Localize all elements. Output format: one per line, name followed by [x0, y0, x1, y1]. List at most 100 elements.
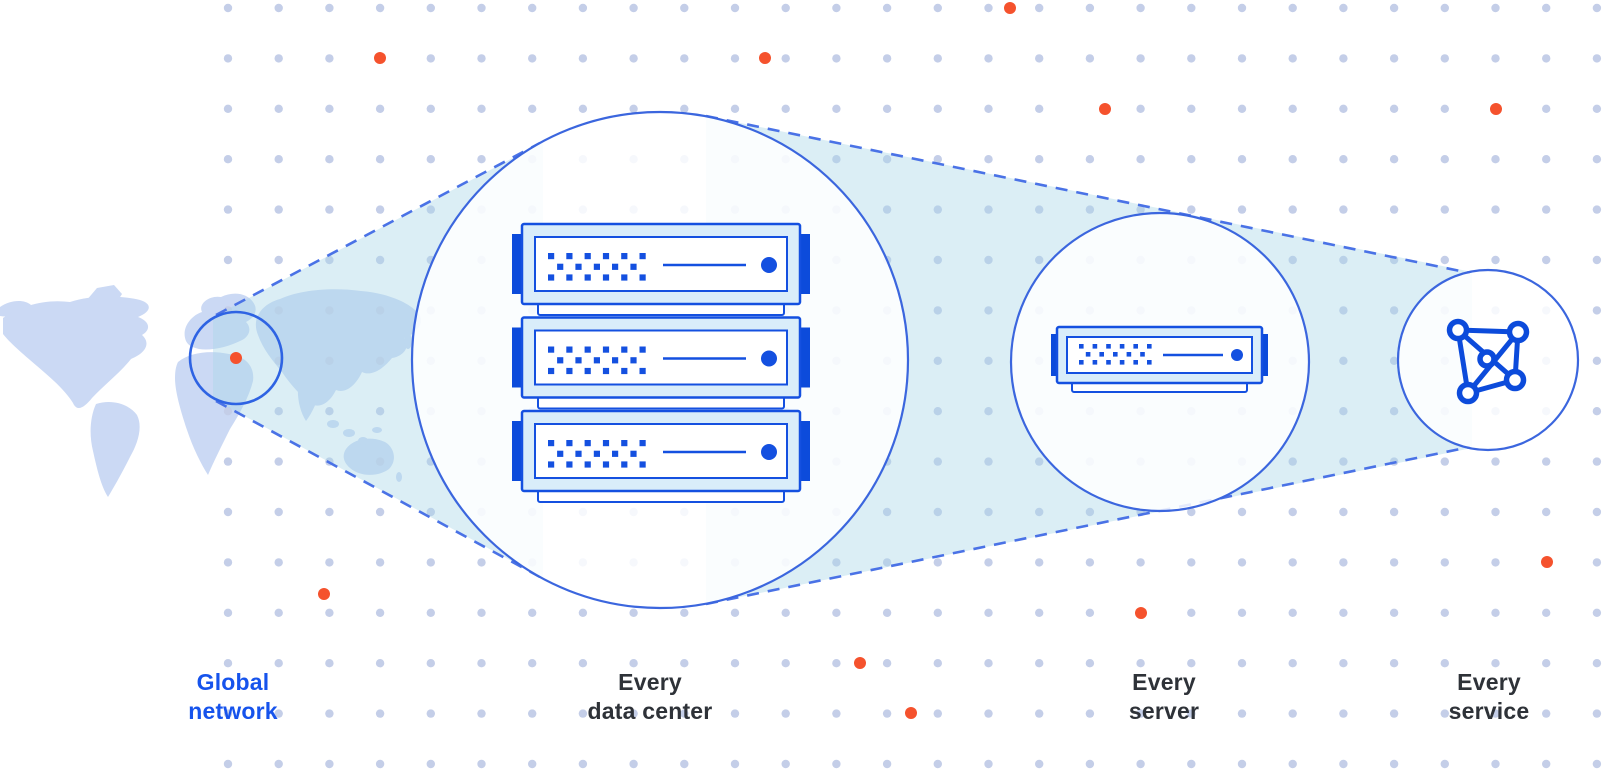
grid-dot: [1085, 205, 1095, 214]
grid-dot: [1389, 155, 1399, 164]
pixel: [1079, 344, 1084, 349]
grid-dot: [375, 457, 385, 466]
pixel: [612, 450, 619, 457]
grid-dot: [933, 407, 942, 416]
grid-dot: [477, 54, 486, 63]
mesh-node: [1446, 318, 1470, 342]
grid-dot: [1035, 205, 1044, 214]
orange-dot: [905, 707, 917, 719]
grid-dot: [1237, 608, 1247, 617]
grid-dot: [1339, 608, 1348, 617]
grid-dot: [528, 104, 537, 114]
grid-dot: [325, 205, 334, 214]
grid-dot: [832, 608, 841, 617]
grid-dot: [426, 709, 435, 718]
grid-dot: [223, 104, 233, 114]
grid-dot: [1035, 759, 1044, 769]
grid-dot: [375, 205, 385, 214]
grid-dot: [629, 54, 638, 63]
grid-dot: [578, 104, 588, 114]
pixel: [557, 357, 564, 364]
pixel: [584, 346, 591, 353]
grid-dot: [680, 54, 689, 63]
pixel: [639, 461, 646, 468]
grid-dot: [933, 709, 942, 718]
grid-dot: [1389, 205, 1399, 214]
pixel: [630, 450, 637, 457]
server-led: [761, 350, 777, 367]
grid-dot: [629, 608, 638, 617]
grid-dot: [832, 659, 841, 668]
pixel: [593, 263, 600, 270]
grid-dot: [1592, 155, 1602, 164]
grid-dot: [274, 558, 283, 567]
grid-dot: [325, 155, 334, 164]
grid-dot: [1542, 457, 1551, 466]
grid-dot: [1288, 457, 1297, 466]
grid-dot: [781, 709, 790, 718]
grid-dot: [426, 155, 435, 164]
grid-dot: [1237, 759, 1247, 769]
grid-dot: [223, 709, 233, 718]
grid-dot: [629, 104, 638, 114]
grid-dot: [730, 104, 740, 114]
grid-dot: [1491, 457, 1500, 466]
grid-dot: [375, 3, 385, 13]
grid-dot: [528, 608, 537, 617]
grid-dot: [730, 759, 740, 769]
pixel: [602, 461, 610, 468]
grid-dot: [1491, 205, 1500, 214]
dashed-tangent-line: [215, 141, 541, 317]
grid-dot: [1389, 709, 1399, 718]
grid-dot: [325, 558, 334, 567]
grid-dot: [933, 205, 942, 214]
grid-dot: [882, 54, 892, 63]
grid-dot: [1440, 3, 1450, 13]
grid-dot: [1339, 356, 1348, 365]
grid-dot: [1288, 3, 1297, 13]
grid-dot: [1237, 659, 1247, 668]
grid-dot: [1440, 709, 1450, 718]
pixel: [1140, 352, 1145, 357]
label-line: service: [1448, 698, 1530, 724]
grid-dot: [1136, 759, 1145, 769]
grid-dot: [984, 104, 993, 114]
grid-dot: [1592, 709, 1602, 718]
grid-dot: [1035, 608, 1044, 617]
grid-dot: [1288, 155, 1297, 164]
grid-dot: [1237, 709, 1247, 718]
orange-dot: [230, 352, 242, 364]
grid-dot: [680, 759, 689, 769]
grid-dot: [1339, 457, 1348, 466]
grid-dot: [1389, 759, 1399, 769]
grid-dot: [984, 306, 993, 315]
grid-dot: [933, 507, 942, 517]
server-led: [761, 257, 777, 273]
grid-dot: [1592, 54, 1602, 63]
grid-dot: [1288, 54, 1297, 63]
pixel: [612, 263, 619, 270]
grid-dot: [223, 759, 233, 769]
grid-dot: [223, 507, 233, 517]
server-led: [1231, 349, 1243, 361]
grid-dot: [375, 608, 385, 617]
grid-dot: [578, 608, 588, 617]
grid-dot: [274, 407, 283, 416]
grid-dot: [1085, 54, 1095, 63]
pixel: [575, 357, 582, 364]
grid-dot: [1389, 659, 1399, 668]
grid-dot: [1592, 558, 1602, 567]
grid-dot: [1035, 558, 1044, 567]
rack-server-unit: [512, 222, 810, 316]
pixel: [621, 461, 628, 468]
pixel: [1106, 360, 1111, 365]
grid-dot: [933, 3, 942, 13]
pixel: [602, 274, 610, 281]
grid-dot: [528, 54, 537, 63]
grid-dot: [1237, 558, 1247, 567]
grid-dot: [578, 709, 588, 718]
continent: [90, 402, 140, 497]
map-highlight-circle: [188, 310, 284, 406]
grid-dot: [1187, 659, 1196, 668]
orange-dot: [759, 52, 771, 64]
